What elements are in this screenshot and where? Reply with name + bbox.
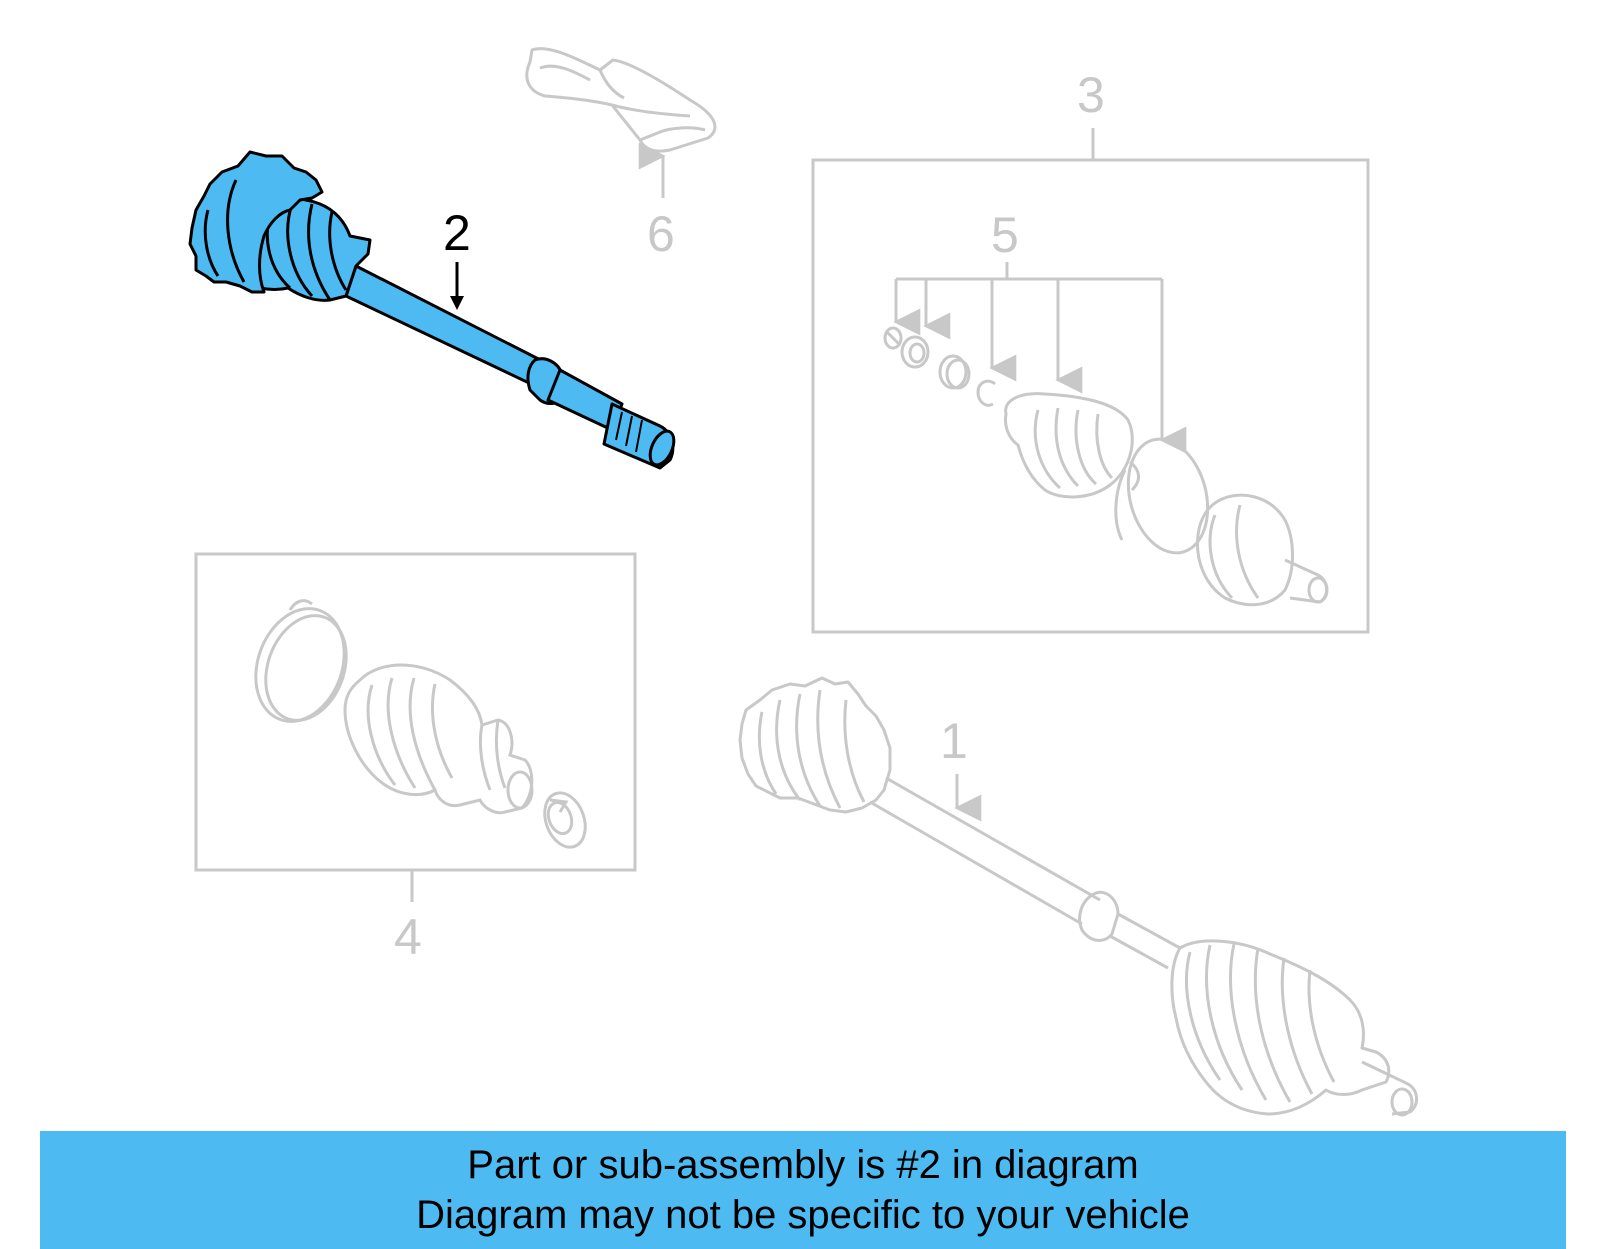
callout-2[interactable]: 2 [443, 205, 471, 261]
leader-5 [893, 262, 1187, 454]
info-banner: Part or sub-assembly is #2 in diagram Di… [40, 1131, 1566, 1249]
kit-parts-5[interactable] [883, 326, 1329, 607]
kit-box-3[interactable] [811, 158, 1370, 634]
kit-box-4[interactable] [194, 552, 637, 872]
callout-3[interactable]: 3 [1077, 67, 1105, 123]
callout-1[interactable]: 1 [940, 713, 968, 769]
bracket-part-6[interactable] [525, 47, 717, 153]
banner-line-disclaimer: Diagram may not be specific to your vehi… [416, 1193, 1190, 1237]
leader-2-arrowhead [450, 296, 464, 310]
callout-4[interactable]: 4 [394, 909, 422, 965]
callout-5[interactable]: 5 [991, 207, 1019, 263]
banner-line-part-number: Part or sub-assembly is #2 in diagram [467, 1143, 1139, 1187]
callout-6[interactable]: 6 [647, 206, 675, 262]
axle-assembly-part-1[interactable] [738, 676, 1418, 1117]
highlighted-shaft-part-2[interactable] [188, 150, 679, 470]
kit-parts-4[interactable] [241, 596, 593, 853]
